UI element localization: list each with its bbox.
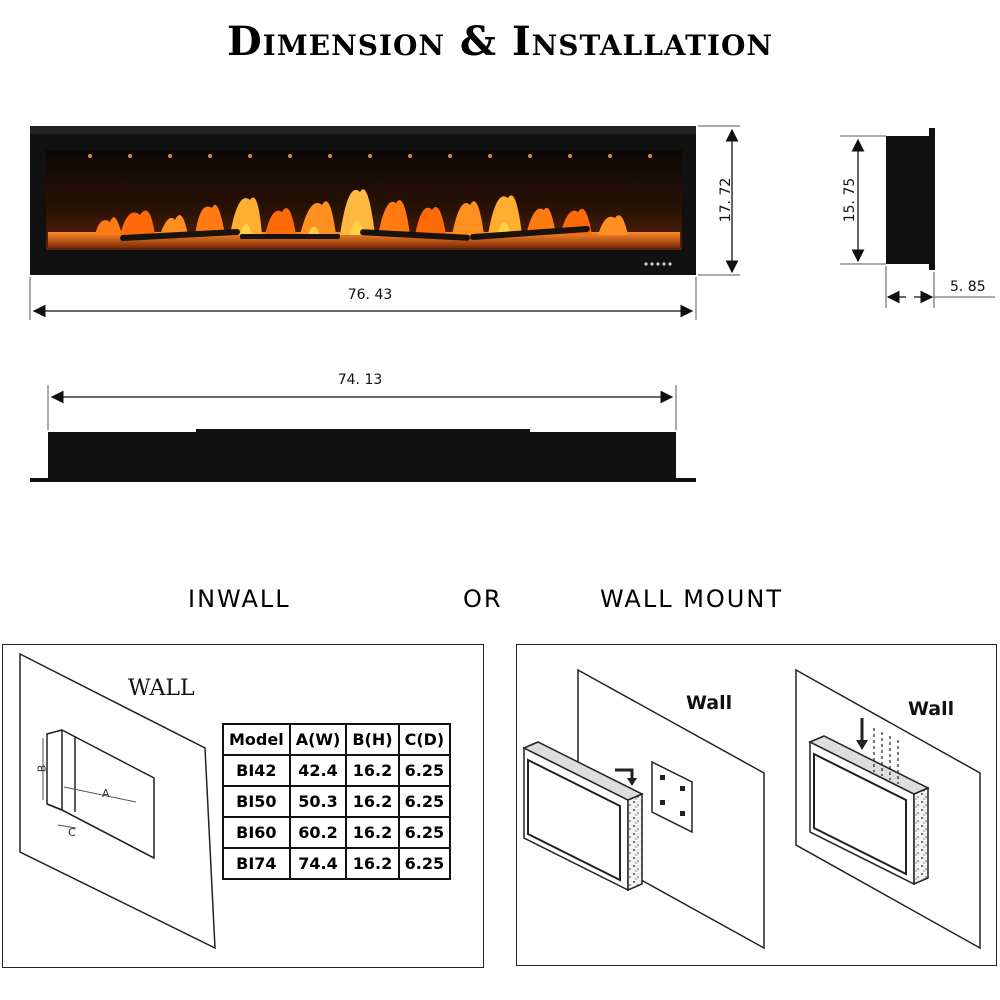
or-label: OR	[463, 585, 503, 613]
top-width-label: 74. 13	[337, 372, 383, 388]
cell-depth: 6.25	[397, 816, 452, 849]
flames	[95, 189, 628, 235]
page-title: Dimension & Installation	[226, 18, 774, 65]
cell-depth: 6.25	[397, 754, 452, 787]
inwall-label: INWALL	[188, 585, 291, 613]
wall-mount-wall-label-2: Wall	[908, 698, 955, 720]
header-width: A(W)	[288, 723, 348, 756]
front-width-label: 76. 43	[347, 287, 393, 303]
wall-mount-wall-label-1: Wall	[686, 692, 733, 714]
header-depth: C(D)	[397, 723, 452, 756]
spec-table-header: Model A(W) B(H) C(D)	[222, 723, 452, 756]
side-depth-label: 5. 85	[950, 279, 986, 295]
table-row: BI60 60.2 16.2 6.25	[222, 816, 452, 849]
spec-table: Model A(W) B(H) C(D) BI42 42.4 16.2 6.25…	[222, 723, 452, 880]
cell-depth: 6.25	[397, 785, 452, 818]
top-view-fireplace	[30, 385, 696, 482]
side-view-fireplace	[840, 128, 995, 308]
cell-height: 16.2	[345, 847, 400, 880]
wall-mount-label: WALL MOUNT	[600, 585, 783, 613]
header-height: B(H)	[345, 723, 400, 756]
cell-width: 50.3	[288, 785, 348, 818]
dim-a-letter: A	[102, 787, 110, 800]
table-row: BI42 42.4 16.2 6.25	[222, 754, 452, 787]
cell-width: 74.4	[288, 847, 348, 880]
inwall-diagram	[19, 652, 216, 950]
cell-depth: 6.25	[397, 847, 452, 880]
inwall-wall-label: WALL	[128, 676, 195, 701]
table-row: BI74 74.4 16.2 6.25	[222, 847, 452, 880]
front-view-fireplace	[30, 126, 696, 275]
dim-c-letter: C	[68, 826, 76, 839]
wall-mount-step-1	[522, 668, 765, 950]
cell-model: BI50	[222, 785, 291, 818]
dimension-diagram	[29, 125, 995, 482]
cell-width: 60.2	[288, 816, 348, 849]
table-row: BI50 50.3 16.2 6.25	[222, 785, 452, 818]
cell-model: BI74	[222, 847, 291, 880]
header-model: Model	[222, 723, 291, 756]
cell-model: BI42	[222, 754, 291, 787]
cell-width: 42.4	[288, 754, 348, 787]
cell-model: BI60	[222, 816, 291, 849]
cell-height: 16.2	[345, 816, 400, 849]
cell-height: 16.2	[345, 754, 400, 787]
wall-mount-step-2	[795, 668, 981, 950]
cell-height: 16.2	[345, 785, 400, 818]
